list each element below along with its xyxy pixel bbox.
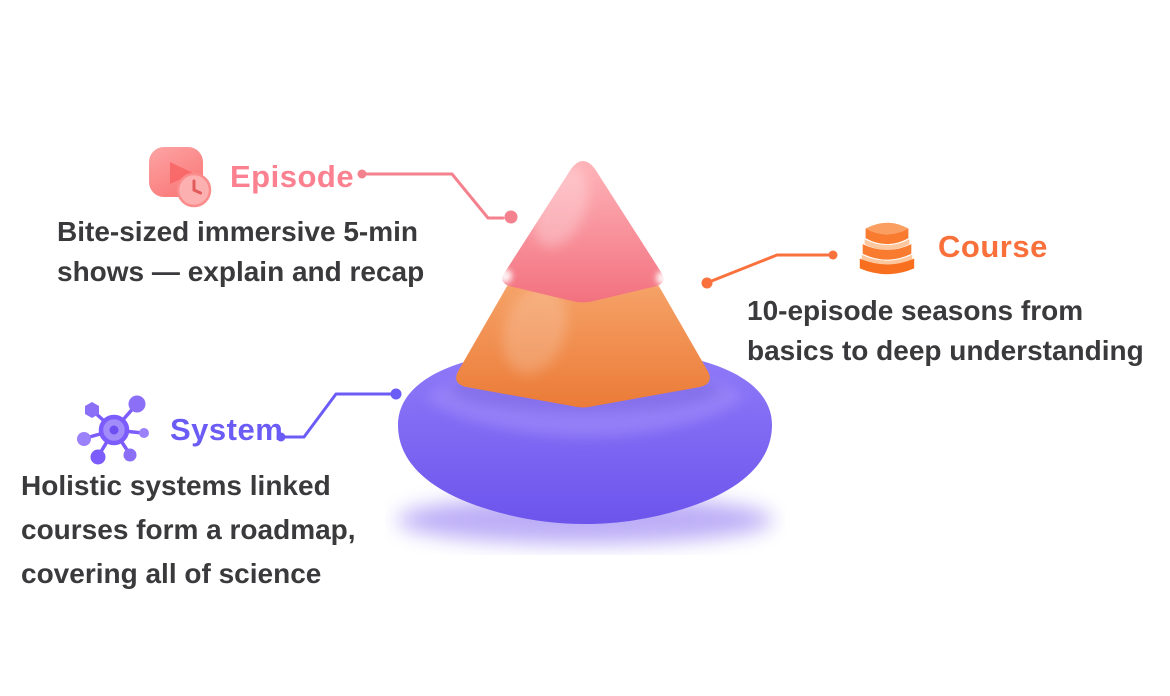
system-description-line: Holistic systems linked	[21, 470, 331, 501]
episode-label: Episode	[230, 159, 355, 194]
network-molecule-icon	[76, 392, 156, 468]
pyramid-illustration	[397, 161, 773, 544]
course-description: 10-episode seasons from basics to deep u…	[747, 291, 1144, 371]
pyramid-middle-highlight	[503, 286, 567, 374]
pyramid-top-highlight	[533, 167, 589, 247]
course-description-line: basics to deep understanding	[747, 335, 1144, 366]
layer-gap-sparkle-left	[498, 269, 512, 283]
system-label: System	[170, 412, 284, 447]
episode-description-line: Bite-sized immersive 5-min	[57, 216, 419, 247]
pyramid-top-layer-episode	[502, 161, 664, 303]
system-annotation-head: System	[76, 392, 283, 468]
course-label: Course	[938, 229, 1048, 264]
system-description-line: covering all of science	[21, 558, 322, 589]
episode-description-line: shows — explain and recap	[57, 256, 425, 287]
episode-description: Bite-sized immersive 5-min shows — expla…	[57, 212, 424, 292]
stacked-books-icon	[850, 212, 924, 282]
episode-video-clock-icon	[146, 142, 216, 212]
system-description: Holistic systems linked courses form a r…	[21, 464, 356, 596]
system-description-line: courses form a roadmap,	[21, 514, 356, 545]
episode-annotation-head: Episode	[146, 142, 354, 212]
system-connector	[276, 388, 402, 442]
course-description-line: 10-episode seasons from	[747, 295, 1084, 326]
course-annotation-head: Course	[850, 212, 1048, 282]
layer-gap-sparkle-right	[656, 271, 670, 285]
